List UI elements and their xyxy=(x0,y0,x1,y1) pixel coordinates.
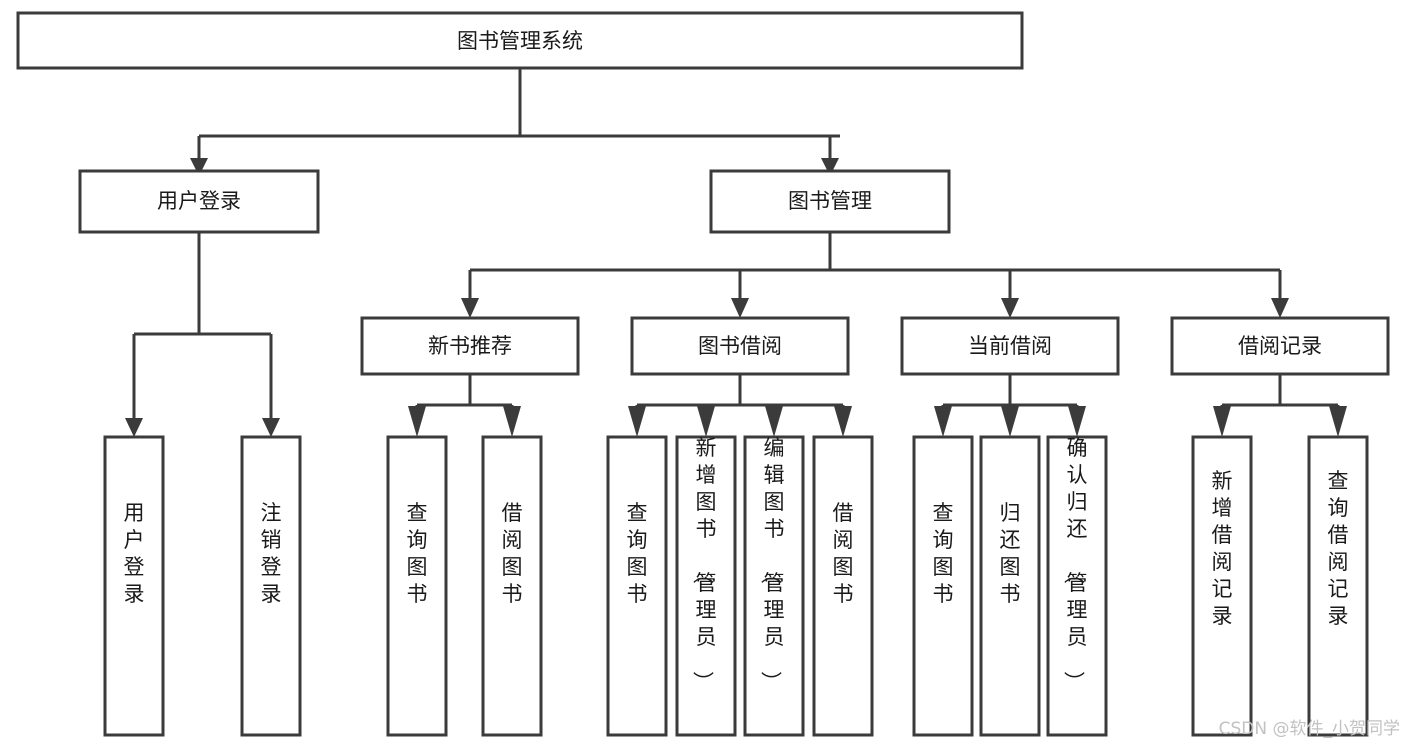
arrow-head-borrow-record xyxy=(1271,298,1289,318)
node-user-login-box[interactable] xyxy=(78,169,320,234)
node-leaf-rec-query-box[interactable] xyxy=(386,435,448,737)
arrow-head-book-manage xyxy=(821,158,839,176)
arrow-head-leaf-rec-query xyxy=(408,406,426,437)
arrow-head-leaf-cur-query xyxy=(934,406,952,437)
node-new-book-rec-box[interactable] xyxy=(360,316,580,376)
node-leaf-rec-borrow-label: 借阅图书 xyxy=(502,501,523,606)
node-root[interactable]: 图书管理系统 xyxy=(16,11,1024,70)
connector-layer xyxy=(125,68,1347,437)
arrow-head-leaf-borrow-add xyxy=(697,406,715,437)
node-leaf-rec-query2-box[interactable] xyxy=(1307,435,1369,737)
arrow-head-user-login xyxy=(190,158,208,176)
node-leaf-rec-query2[interactable]: 查询借阅记录 xyxy=(1307,435,1369,737)
node-leaf-cur-confirm[interactable]: 确认归还（管理员） xyxy=(1046,435,1108,737)
node-book-manage[interactable]: 图书管理 xyxy=(709,169,951,234)
node-new-book-rec-label: 新书推荐 xyxy=(428,334,512,358)
node-leaf-borrow-query-box[interactable] xyxy=(606,435,668,737)
node-leaf-borrow-edit-label: 编辑图书（管理员） xyxy=(759,436,785,692)
node-leaf-cur-return-label: 归还图书 xyxy=(1000,501,1021,606)
node-leaf-borrow-query[interactable]: 查询图书 xyxy=(606,435,668,737)
arrow-head-leaf-rec-borrow xyxy=(503,406,521,437)
arrow-head-leaf-user-logout xyxy=(262,418,280,437)
node-leaf-borrow-lend[interactable]: 借阅图书 xyxy=(812,435,874,737)
node-leaf-rec-query-label: 查询图书 xyxy=(407,501,428,606)
node-book-manage-label: 图书管理 xyxy=(788,189,872,213)
arrow-head-leaf-rec-query2 xyxy=(1329,406,1347,437)
node-borrow-record-label: 借阅记录 xyxy=(1238,334,1322,358)
arrow-head-leaf-cur-return xyxy=(1001,406,1019,437)
node-leaf-rec-add-label: 新增借阅记录 xyxy=(1212,469,1233,628)
node-leaf-rec-query2-label: 查询借阅记录 xyxy=(1328,469,1349,628)
node-leaf-cur-query[interactable]: 查询图书 xyxy=(912,435,974,737)
node-borrow-record-box[interactable] xyxy=(1170,316,1390,376)
node-leaf-borrow-lend-label: 借阅图书 xyxy=(833,501,854,606)
node-leaf-borrow-add[interactable]: 新增图书（管理员） xyxy=(675,435,737,737)
arrow-head-current-borrow xyxy=(1001,298,1019,318)
node-current-borrow-box[interactable] xyxy=(900,316,1120,376)
node-current-borrow[interactable]: 当前借阅 xyxy=(900,316,1120,376)
node-leaf-rec-add-box[interactable] xyxy=(1191,435,1253,737)
node-root-box[interactable] xyxy=(16,11,1024,70)
node-leaf-rec-borrow-box[interactable] xyxy=(481,435,543,737)
arrow-head-new-book-rec xyxy=(461,298,479,318)
node-new-book-rec[interactable]: 新书推荐 xyxy=(360,316,580,376)
node-book-borrow-label: 图书借阅 xyxy=(698,334,782,358)
node-borrow-record[interactable]: 借阅记录 xyxy=(1170,316,1390,376)
node-book-manage-box[interactable] xyxy=(709,169,951,234)
node-leaf-cur-return-box[interactable] xyxy=(979,435,1041,737)
arrow-head-book-borrow xyxy=(731,298,749,318)
node-book-borrow-box[interactable] xyxy=(630,316,850,376)
node-book-borrow[interactable]: 图书借阅 xyxy=(630,316,850,376)
arrow-head-leaf-user-login xyxy=(125,418,143,437)
node-leaf-user-login-box[interactable] xyxy=(103,435,165,737)
arrow-head-leaf-borrow-lend xyxy=(834,406,852,437)
node-leaf-cur-query-label: 查询图书 xyxy=(933,501,954,606)
node-leaf-rec-query[interactable]: 查询图书 xyxy=(386,435,448,737)
node-leaf-borrow-add-box[interactable] xyxy=(675,435,737,737)
node-leaf-user-login[interactable]: 用户登录 xyxy=(103,435,165,737)
arrow-head-leaf-rec-add xyxy=(1213,406,1231,437)
node-leaf-user-logout[interactable]: 注销登录 xyxy=(240,435,302,737)
node-root-label: 图书管理系统 xyxy=(457,29,583,53)
node-leaf-user-logout-label: 注销登录 xyxy=(261,501,282,606)
arrow-head-leaf-borrow-query xyxy=(628,406,646,437)
node-user-login[interactable]: 用户登录 xyxy=(78,169,320,234)
arrow-head-leaf-borrow-edit xyxy=(765,406,783,437)
node-leaf-borrow-query-label: 查询图书 xyxy=(627,501,648,606)
arrow-head-leaf-cur-confirm xyxy=(1068,406,1086,437)
node-current-borrow-label: 当前借阅 xyxy=(968,334,1052,358)
watermark-label: CSDN @软件_小贺同学 xyxy=(1219,719,1400,739)
node-user-login-label: 用户登录 xyxy=(157,189,241,213)
node-leaf-user-logout-box[interactable] xyxy=(240,435,302,737)
node-leaf-borrow-edit-box[interactable] xyxy=(743,435,805,737)
node-leaf-borrow-add-label: 新增图书（管理员） xyxy=(691,436,717,692)
node-leaf-cur-confirm-label: 确认归还（管理员） xyxy=(1062,436,1088,692)
node-leaf-cur-return[interactable]: 归还图书 xyxy=(979,435,1041,737)
node-leaf-borrow-lend-box[interactable] xyxy=(812,435,874,737)
node-leaf-borrow-edit[interactable]: 编辑图书（管理员） xyxy=(743,435,805,737)
node-leaf-cur-confirm-box[interactable] xyxy=(1046,435,1108,737)
node-leaf-rec-borrow[interactable]: 借阅图书 xyxy=(481,435,543,737)
node-leaf-cur-query-box[interactable] xyxy=(912,435,974,737)
node-leaf-rec-add[interactable]: 新增借阅记录 xyxy=(1191,435,1253,737)
node-leaf-user-login-label: 用户登录 xyxy=(124,501,145,606)
